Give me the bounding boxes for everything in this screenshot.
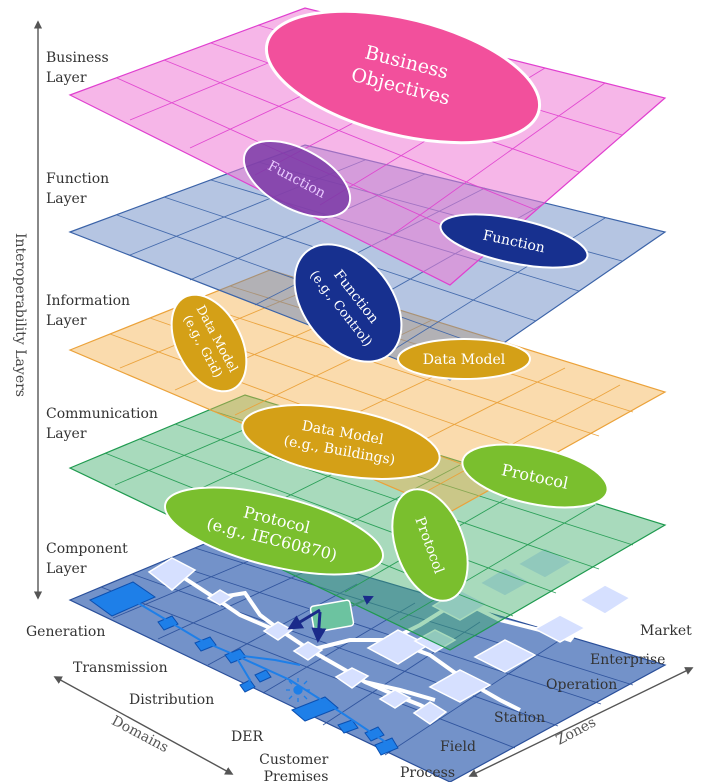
domain-label-distribution: Distribution bbox=[129, 692, 214, 708]
layer-label-information: Layer bbox=[46, 313, 87, 329]
domain-label-der: DER bbox=[231, 729, 263, 745]
domain-label-generation: Generation bbox=[26, 624, 105, 640]
ellipse-data-model-right: Data Model bbox=[397, 338, 531, 380]
layer-labels: Business Layer Function Layer Informatio… bbox=[46, 50, 158, 577]
ellipse-protocol-right: Protocol bbox=[461, 443, 609, 509]
layer-label-information: Information bbox=[46, 293, 130, 309]
ellipse-function-right: Function bbox=[439, 213, 589, 269]
sun-icon bbox=[286, 678, 310, 702]
layer-label-component: Component bbox=[46, 541, 128, 557]
zone-label-market: Market bbox=[640, 623, 692, 639]
layer-label-business: Business bbox=[46, 50, 109, 66]
layer-label-communication: Communication bbox=[46, 406, 158, 422]
zone-label-field: Field bbox=[440, 739, 476, 755]
layer-label-function: Function bbox=[46, 171, 109, 187]
layer-connector bbox=[287, 595, 374, 643]
layer-label-business: Layer bbox=[46, 70, 87, 86]
ellipse-label: Data Model bbox=[423, 352, 506, 368]
ellipse-business-objectives: Business Objectives bbox=[264, 9, 542, 145]
zone-label-enterprise: Enterprise bbox=[590, 652, 665, 668]
ellipse-data-model-grid: Data Model (e.g., Grid) bbox=[170, 293, 248, 393]
domain-label-transmission: Transmission bbox=[73, 660, 168, 676]
layer-label-component: Layer bbox=[46, 561, 87, 577]
domain-label-customer-premises: Customer Premises bbox=[259, 752, 333, 782]
zone-label-operation: Operation bbox=[546, 677, 617, 693]
layer-label-communication: Layer bbox=[46, 426, 87, 442]
domains-axis-label: Domains bbox=[109, 713, 171, 756]
interoperability-axis: Interoperability Layers bbox=[12, 20, 43, 600]
ellipse-protocol-vertical: Protocol bbox=[391, 488, 469, 602]
interoperability-axis-label: Interoperability Layers bbox=[12, 233, 28, 397]
ellipse-function-purple: Function bbox=[242, 140, 352, 218]
zone-label-process: Process bbox=[400, 765, 455, 781]
zone-label-station: Station bbox=[494, 710, 545, 726]
ellipse-data-model-buildings: Data Model (e.g., Buildings) bbox=[241, 404, 441, 480]
ellipse-function-control: Function (e.g., Control) bbox=[293, 243, 403, 363]
layer-label-function: Layer bbox=[46, 191, 87, 207]
